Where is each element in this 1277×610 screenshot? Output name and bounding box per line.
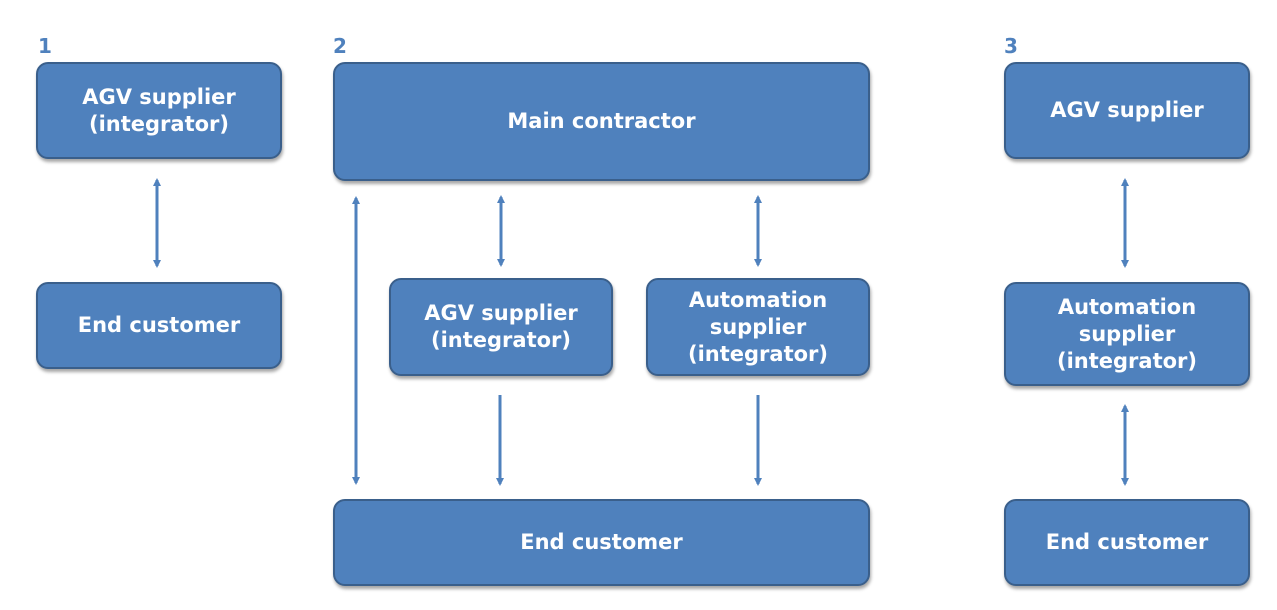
p3-agv-supplier-box: AGV supplier bbox=[1004, 62, 1250, 159]
p1-agv-supplier-box: AGV supplier (integrator) bbox=[36, 62, 282, 159]
p2-automation-supplier-box: Automation supplier (integrator) bbox=[646, 278, 870, 376]
p2-main-contractor-box: Main contractor bbox=[333, 62, 870, 181]
p2-end-customer-box: End customer bbox=[333, 499, 870, 586]
panel-number-1: 1 bbox=[38, 34, 52, 58]
p2-agv-supplier-box: AGV supplier (integrator) bbox=[389, 278, 613, 376]
p3-automation-supplier-box: Automation supplier (integrator) bbox=[1004, 282, 1250, 386]
p1-end-customer-box: End customer bbox=[36, 282, 282, 369]
p3-end-customer-box: End customer bbox=[1004, 499, 1250, 586]
panel-number-3: 3 bbox=[1004, 34, 1018, 58]
panel-number-2: 2 bbox=[333, 34, 347, 58]
